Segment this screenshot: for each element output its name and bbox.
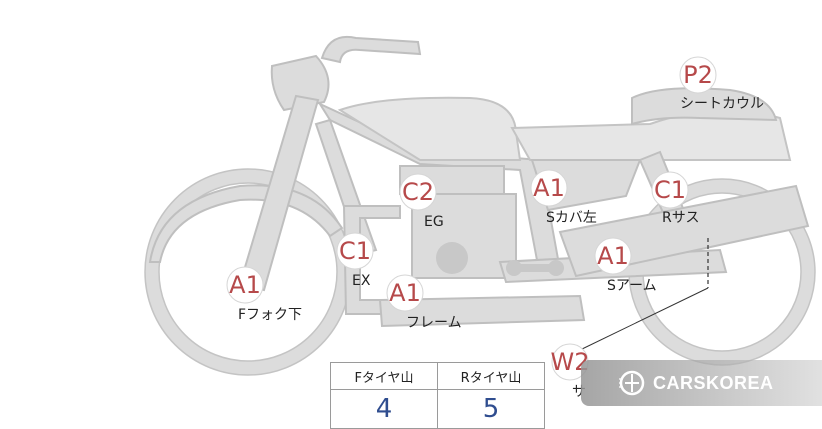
part-label: シートカウル bbox=[680, 96, 764, 112]
marker-circle bbox=[530, 169, 568, 207]
marker-circle bbox=[386, 274, 424, 312]
part-label: Sカバ左 bbox=[546, 210, 597, 226]
marker-circle bbox=[679, 56, 717, 94]
damage-grade: C1 bbox=[339, 237, 371, 265]
part-label: EG bbox=[424, 214, 444, 230]
rear-tread-header: Rタイヤ山 bbox=[437, 362, 545, 390]
part-label: Fフォク下 bbox=[238, 307, 302, 323]
marker-circle bbox=[226, 266, 264, 304]
front-tread-header: Fタイヤ山 bbox=[330, 362, 438, 390]
marker-circle bbox=[651, 171, 689, 209]
damage-grade: A1 bbox=[533, 174, 565, 202]
muffler-leader bbox=[579, 287, 709, 351]
damage-marker-a1-frame: A1 フレーム bbox=[386, 274, 462, 331]
damage-grade: C2 bbox=[402, 178, 434, 206]
part-label: EX bbox=[352, 273, 371, 289]
tire-tread-table: Fタイヤ山 Rタイヤ山 4 5 bbox=[330, 362, 545, 429]
damage-grade: A1 bbox=[389, 279, 421, 307]
marker-circle bbox=[336, 232, 374, 270]
damage-grade: C1 bbox=[654, 176, 686, 204]
part-label: フレーム bbox=[406, 315, 462, 331]
marker-circle bbox=[399, 173, 437, 211]
part-label: Sアーム bbox=[607, 278, 657, 294]
front-tread-value: 4 bbox=[330, 389, 438, 429]
carskorea-watermark: CARSKOREA bbox=[581, 360, 822, 406]
damage-grade: A1 bbox=[229, 271, 261, 299]
marker-circle bbox=[594, 237, 632, 275]
motorcycle-silhouette bbox=[144, 36, 816, 376]
marker-layer: P2シートカウルA1Sカバ左C1RサスC2EGC1EXA1SアームA1Fフォク下… bbox=[226, 56, 764, 400]
damage-grade: P2 bbox=[683, 61, 713, 89]
watermark-text: CARSKOREA bbox=[653, 372, 774, 393]
part-label: Rサス bbox=[662, 210, 699, 226]
damage-grade: A1 bbox=[597, 242, 629, 270]
damage-marker-p2: P2 シートカウル bbox=[679, 56, 764, 112]
front-wheel bbox=[145, 169, 351, 375]
carskorea-logo-icon bbox=[601, 370, 645, 396]
rear-tread-value: 5 bbox=[437, 389, 545, 429]
